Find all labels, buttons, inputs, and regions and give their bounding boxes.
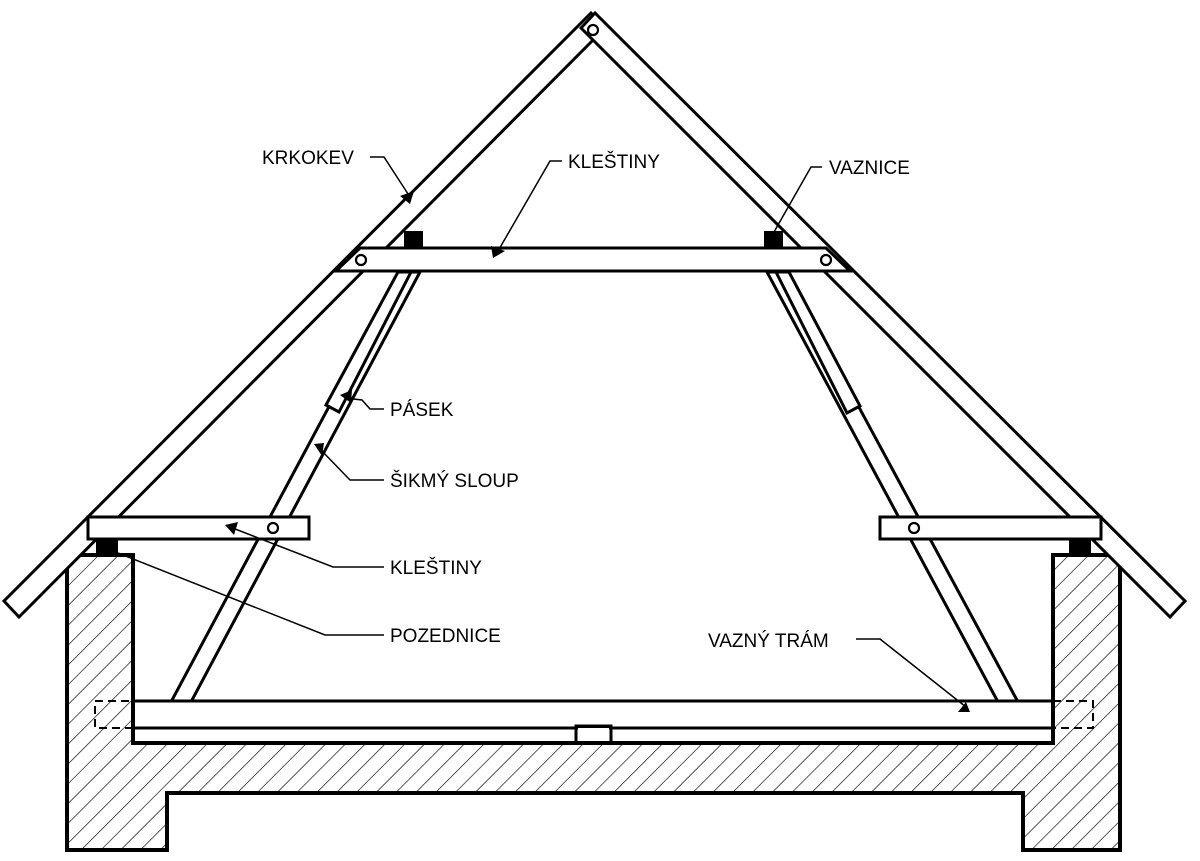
label-klestiny-bottom: KLEŠTINY <box>390 557 482 579</box>
label-vazny-tram: VAZNÝ TRÁM <box>708 631 829 652</box>
wall-inner-outline <box>131 555 1055 745</box>
upper-collar-tie <box>332 246 854 273</box>
lower-collar-bolt-left <box>266 521 280 535</box>
ridge-bolt <box>586 23 600 37</box>
right-purlin <box>764 231 783 248</box>
upper-collar-bolt-left <box>354 253 368 267</box>
tie-beam-left-hidden-end <box>94 700 134 729</box>
label-vaznice: VAZNICE <box>829 158 910 179</box>
right-wall-plate <box>1069 539 1091 556</box>
tie-beam-joint <box>574 724 613 743</box>
tie-beam <box>131 699 1055 730</box>
right-rafter <box>578 10 1188 620</box>
label-klestiny-top: KLEŠTINY <box>568 151 660 173</box>
label-pozednice: POZEDNICE <box>390 626 501 647</box>
label-pasek: PÁSEK <box>390 400 454 421</box>
tie-beam-joint-gap <box>578 728 609 741</box>
label-sikmy-sloup: ŠIKMÝ SLOUP <box>390 470 519 492</box>
left-wall-plate <box>96 539 118 556</box>
left-purlin <box>404 231 423 248</box>
lower-collar-tie-left <box>86 515 311 541</box>
label-krokev: KRKOKEV <box>262 148 354 169</box>
lower-collar-tie-right <box>878 515 1103 541</box>
lower-collar-bolt-right <box>907 521 921 535</box>
upper-collar-bolt-right <box>819 253 833 267</box>
leader-lines <box>117 156 970 712</box>
